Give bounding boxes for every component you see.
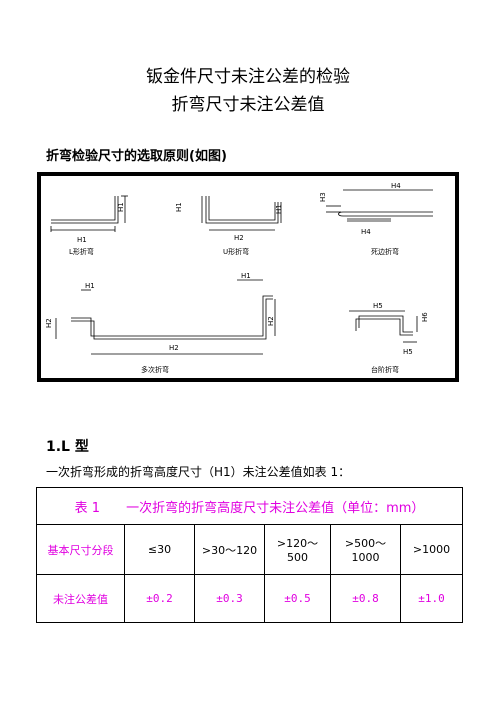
label-u-bend: U形折弯 [223, 247, 249, 256]
label-dead-bend: 死边折弯 [371, 247, 399, 256]
tolerance-cell: ±0.3 [194, 574, 265, 623]
tolerance-cell: ±0.8 [330, 574, 401, 623]
dim-h3: H3 [319, 192, 327, 202]
dim-h5: H5 [373, 302, 383, 310]
dim-h2: H2 [234, 234, 244, 242]
svg-text:H1: H1 [85, 282, 95, 290]
range-cell: >30～120 [194, 524, 265, 575]
range-cell: ≤30 [124, 524, 195, 575]
section-heading: 折弯检验尺寸的选取原则(如图) [46, 149, 227, 164]
range-cell: >120～500 [264, 524, 331, 575]
tolerance-cell: ±0.5 [264, 574, 331, 623]
table-row: 未注公差值 ±0.2 ±0.3 ±0.5 ±0.8 ±1.0 [36, 574, 464, 623]
svg-text:H5: H5 [403, 348, 413, 356]
svg-text:H2: H2 [45, 318, 53, 328]
label-multi-bend: 多次折弯 [141, 365, 169, 374]
label-step-bend: 台阶折弯 [371, 365, 399, 374]
tolerance-table: 表 1 一次折弯的折弯高度尺寸未注公差值（单位：mm） 基本尺寸分段 ≤30 >… [35, 487, 464, 623]
table-caption: 表 1 一次折弯的折弯高度尺寸未注公差值（单位：mm） [35, 487, 464, 525]
tolerance-cell: ±0.2 [124, 574, 195, 623]
svg-text:H2: H2 [169, 344, 179, 352]
svg-text:H1: H1 [275, 204, 283, 214]
tolerance-cell: ±1.0 [399, 574, 464, 623]
svg-text:H1: H1 [117, 202, 125, 212]
dim-h4: H4 [391, 182, 401, 190]
body-paragraph: 一次折弯形成的折弯高度尺寸（H1）未注公差值如表 1： [46, 465, 351, 479]
svg-text:H1: H1 [175, 202, 183, 212]
svg-text:H4: H4 [361, 228, 371, 236]
document-title: 钣金件尺寸未注公差的检验 [146, 67, 350, 87]
range-cell: >500～1000 [330, 524, 401, 575]
row-header-tolerance: 未注公差值 [36, 574, 125, 623]
bend-dimension-figure: H1 H1 H1 H2 H1 H4 H3 H4 H1 H2 H1 H2 H2 H… [37, 172, 459, 382]
table-row: 基本尺寸分段 ≤30 >30～120 >120～500 >500～1000 >1… [36, 524, 464, 575]
dim-h6: H6 [421, 312, 429, 322]
row-header-ranges: 基本尺寸分段 [36, 524, 125, 575]
label-l-bend: L形折弯 [69, 247, 94, 256]
dim-h1: H1 [77, 236, 87, 244]
subsection-heading: 1.L 型 [46, 439, 89, 455]
svg-text:H1: H1 [241, 272, 251, 280]
range-cell: >1000 [399, 524, 464, 575]
svg-text:H2: H2 [267, 316, 275, 326]
document-subtitle: 折弯尺寸未注公差值 [171, 95, 325, 115]
